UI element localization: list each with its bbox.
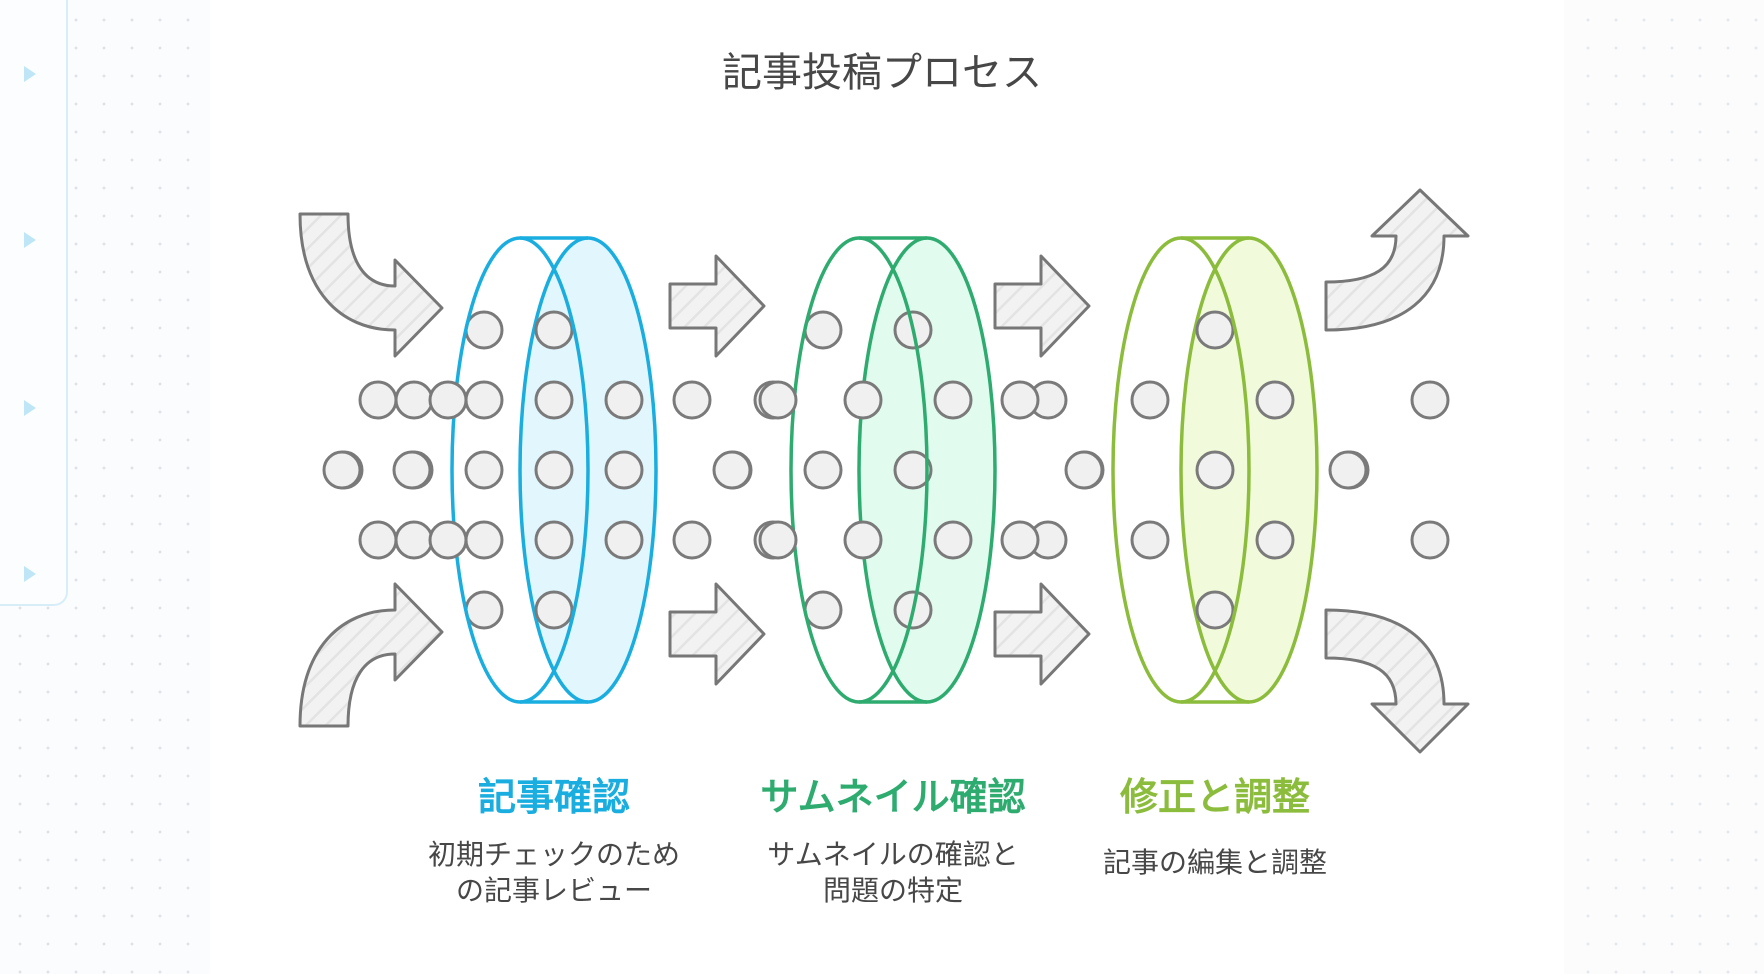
circle-dot-icon [1000, 380, 1040, 420]
ring-filter-edge [859, 236, 927, 704]
circle-dot-icon [672, 380, 712, 420]
curved-arrow-in-icon [298, 212, 444, 358]
circle-dot-icon [1410, 380, 1450, 420]
arrow-layer [298, 188, 1470, 754]
circle-dot-icon [1195, 310, 1235, 350]
circle-dot-icon [1195, 590, 1235, 630]
circle-dot-icon [394, 520, 434, 560]
arrow-right-icon [668, 254, 766, 358]
arrow-right-icon [668, 582, 766, 686]
stage-title: サムネイル確認 [760, 775, 1025, 819]
circle-dot-icon [1328, 450, 1368, 490]
circle-dot-icon [893, 450, 933, 490]
circle-dot-icon [933, 520, 973, 560]
circle-dot-icon [604, 450, 644, 490]
circle-dot-icon [803, 450, 843, 490]
stage-description: 記事の編集と調整 [1103, 846, 1327, 879]
circle-dot-icon [803, 590, 843, 630]
circle-dot-icon [464, 450, 504, 490]
left-side-panel [0, 0, 210, 974]
circle-dot-icon [1000, 520, 1040, 560]
arrow-right-icon [993, 254, 1091, 358]
circle-dot-icon [843, 520, 883, 560]
circle-dot-icon [758, 520, 798, 560]
circle-dot-icon [534, 310, 574, 350]
circle-dot-icon [1255, 380, 1295, 420]
ring-filter-edge [520, 236, 588, 704]
circle-dot-icon [358, 520, 398, 560]
stage-title: 記事確認 [478, 775, 630, 819]
circle-dot-icon [534, 590, 574, 630]
circle-dot-icon [1130, 520, 1170, 560]
stage-title: 修正と調整 [1120, 775, 1310, 819]
circle-dot-icon [534, 520, 574, 560]
circle-dot-icon [672, 520, 712, 560]
circle-dot-icon [604, 380, 644, 420]
curved-arrow-in-icon [298, 582, 444, 728]
curved-arrow-out-icon [1324, 608, 1470, 754]
circle-dot-icon [464, 590, 504, 630]
right-side-panel [1564, 0, 1764, 974]
stage-layer: 記事確認初期チェックのための記事レビューサムネイル確認サムネイルの確認と問題の特… [324, 236, 1450, 907]
side-panel-triangle-icon[interactable] [24, 66, 36, 82]
stage-description: 問題の特定 [823, 874, 963, 907]
circle-dot-icon [803, 310, 843, 350]
page-title: 記事投稿プロセス [722, 50, 1042, 96]
circle-dot-icon [604, 520, 644, 560]
circle-dot-icon [358, 380, 398, 420]
circle-dot-icon [464, 310, 504, 350]
stage-description: 初期チェックのため [428, 838, 680, 871]
circle-dot-icon [843, 380, 883, 420]
circle-dot-icon [464, 520, 504, 560]
arrow-right-icon [993, 582, 1091, 686]
circle-dot-icon [1195, 450, 1235, 490]
circle-dot-icon [394, 380, 434, 420]
circle-dot-icon [1064, 450, 1104, 490]
circle-dot-icon [534, 380, 574, 420]
circle-dot-icon [534, 450, 574, 490]
circle-dot-icon [392, 450, 432, 490]
left-panel-card [0, 0, 68, 606]
side-panel-triangle-icon[interactable] [24, 400, 36, 416]
circle-dot-icon [758, 380, 798, 420]
circle-dot-icon [464, 380, 504, 420]
circle-dot-icon [428, 380, 468, 420]
side-panel-triangle-icon[interactable] [24, 566, 36, 582]
circle-dot-icon [1130, 380, 1170, 420]
inflow-dots [322, 380, 1368, 560]
stage-description: サムネイルの確認と [767, 838, 1018, 871]
stage-description: の記事レビュー [456, 874, 652, 907]
circle-dot-icon [428, 520, 468, 560]
ring-filter-edge [1181, 236, 1249, 704]
side-panel-triangle-icon[interactable] [24, 232, 36, 248]
curved-arrow-out-icon [1324, 188, 1470, 332]
circle-dot-icon [933, 380, 973, 420]
circle-dot-icon [712, 450, 752, 490]
circle-dot-icon [322, 450, 362, 490]
circle-dot-icon [1410, 520, 1450, 560]
circle-dot-icon [1255, 520, 1295, 560]
